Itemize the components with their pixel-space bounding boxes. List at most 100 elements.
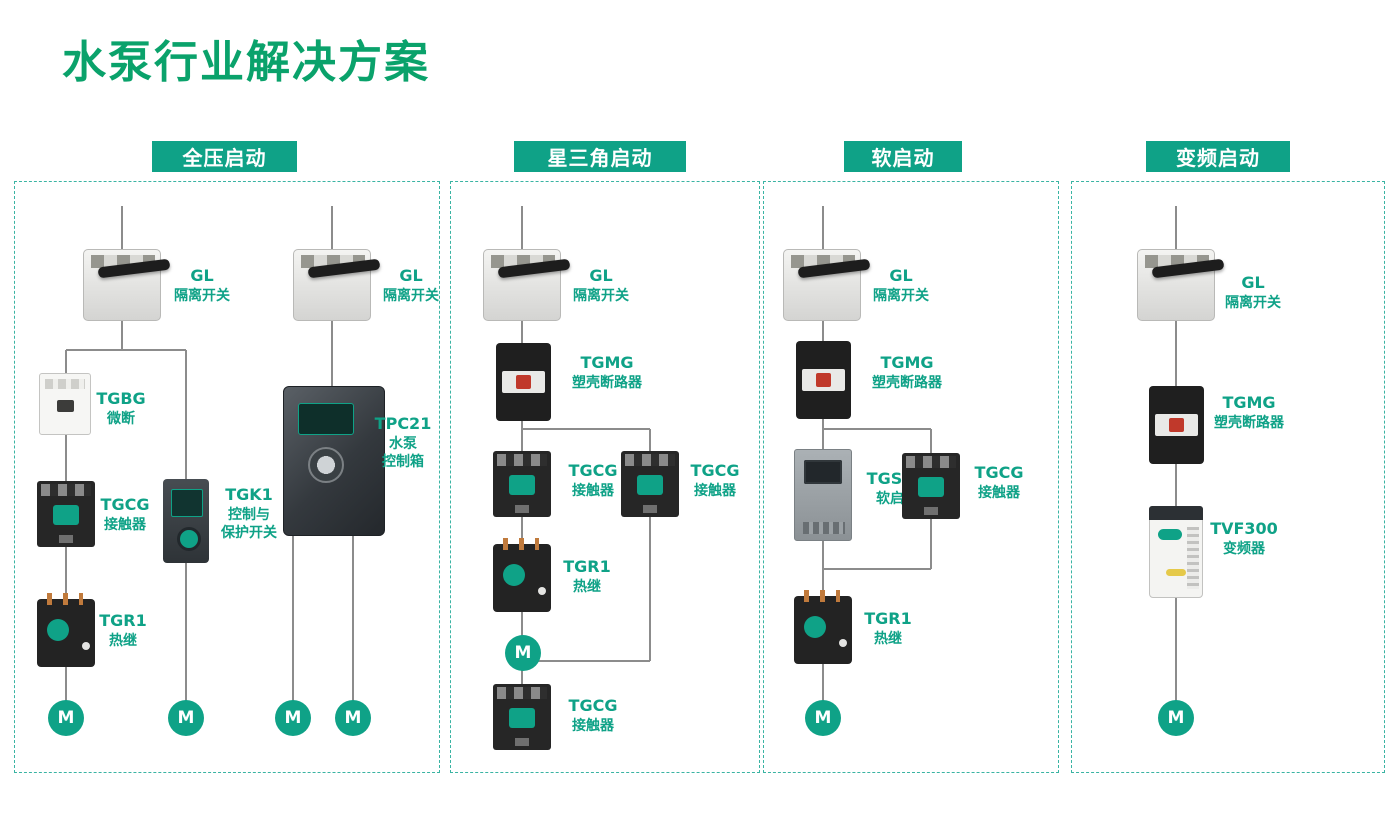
component-label: TGCG 接触器 [101, 495, 150, 534]
component-desc: 接触器 [977, 484, 1020, 501]
component-label: TGMG 塑壳断路器 [572, 353, 642, 392]
page-title: 水泵行业解决方案 [62, 37, 430, 88]
gl-isolation-switch [483, 249, 561, 321]
badge-vfd-start: 变频启动 [1146, 141, 1290, 172]
component-model: GL [190, 266, 214, 285]
component-label: GL 隔离开关 [1225, 273, 1281, 312]
component-model: GL [589, 266, 613, 285]
component-desc: 保护开关 [221, 524, 277, 541]
component-desc: 接触器 [571, 717, 614, 734]
panel-star-delta-start: GL 隔离开关 TGMG 塑壳断路器 TGCG 接触器 TGCG 接触器 TGR… [450, 181, 760, 773]
component-desc: 塑壳断路器 [572, 374, 642, 391]
component-desc: 变频器 [1223, 540, 1265, 557]
component-label: TPC21 水泵 控制箱 [375, 414, 432, 471]
badge-full-voltage-start: 全压启动 [152, 141, 297, 172]
component-label: GL 隔离开关 [873, 266, 929, 305]
component-desc: 接触器 [571, 482, 614, 499]
component-desc: 热继 [874, 630, 902, 647]
component-desc: 隔离开关 [383, 287, 439, 304]
component-model: TGR1 [864, 609, 912, 628]
component-label: TVF300 变频器 [1210, 519, 1278, 558]
component-label: TGBG 微断 [96, 389, 145, 428]
component-model: TGR1 [99, 611, 147, 630]
component-model: GL [1241, 273, 1265, 292]
tgk1-control-protection-switch [163, 479, 209, 563]
motor-circle: M [48, 700, 84, 736]
component-model: GL [889, 266, 913, 285]
component-desc: 软启 [875, 490, 904, 507]
gl-isolation-switch [83, 249, 161, 321]
wires-svg [1175, 206, 1177, 718]
tgcg-contactor [37, 481, 95, 547]
tgr1-thermal-relay [493, 538, 551, 612]
component-desc: 隔离开关 [1225, 294, 1281, 311]
panel-vfd-start: GL 隔离开关 TGMG 塑壳断路器 TVF300 变频器 M [1071, 181, 1385, 773]
component-desc: 热继 [109, 632, 137, 649]
component-model: TGS3 [866, 469, 914, 488]
component-model: TGCG [100, 495, 150, 514]
component-model: TGMG [1222, 393, 1276, 412]
tpc21-pump-control-box [283, 386, 385, 536]
component-model: TGCG [690, 461, 740, 480]
component-label: TGS3 软启 [867, 469, 914, 508]
component-desc: 接触器 [693, 482, 736, 499]
motor-circle: M [168, 700, 204, 736]
component-desc: 塑壳断路器 [872, 374, 942, 391]
tgbg-mini-breaker [39, 373, 91, 435]
component-label: TGCG 接触器 [691, 461, 740, 500]
badge-soft-start: 软启动 [844, 141, 962, 172]
component-label: TGR1 热继 [99, 611, 147, 650]
component-desc: 塑壳断路器 [1214, 414, 1284, 431]
component-model: GL [399, 266, 423, 285]
component-desc: 隔离开关 [873, 287, 929, 304]
motor-circle: M [1158, 700, 1194, 736]
motor-circle: M [805, 700, 841, 736]
tgmg-molded-case-breaker [496, 343, 551, 421]
component-label: TGMG 塑壳断路器 [872, 353, 942, 392]
component-desc: 隔离开关 [174, 287, 230, 304]
component-model: TGMG [580, 353, 634, 372]
tgr1-thermal-relay [794, 590, 852, 664]
tgcg-contactor [493, 684, 551, 750]
component-desc: 控制与 [228, 506, 270, 523]
tvf300-inverter [1149, 506, 1203, 598]
component-label: GL 隔离开关 [174, 266, 230, 305]
component-model: TGCG [974, 463, 1024, 482]
component-desc: 隔离开关 [573, 287, 629, 304]
motor-circle: M [335, 700, 371, 736]
tgmg-molded-case-breaker [796, 341, 851, 419]
component-model: TPC21 [374, 414, 432, 433]
tgs3-soft-starter [794, 449, 852, 541]
component-desc: 热继 [573, 578, 601, 595]
motor-circle: M [505, 635, 541, 671]
tgmg-molded-case-breaker [1149, 386, 1204, 464]
badge-star-delta-start: 星三角启动 [514, 141, 686, 172]
gl-isolation-switch [1137, 249, 1215, 321]
component-desc: 控制箱 [382, 453, 424, 470]
component-label: TGK1 控制与 保护开关 [221, 485, 277, 542]
tgr1-thermal-relay [37, 593, 95, 667]
component-desc: 微断 [107, 410, 135, 427]
panel-full-voltage-start: GL 隔离开关 GL 隔离开关 TGBG 微断 TGCG 接触器 TGR1 热继… [14, 181, 440, 773]
component-label: GL 隔离开关 [573, 266, 629, 305]
tgcg-contactor [621, 451, 679, 517]
component-model: TGCG [568, 461, 618, 480]
gl-isolation-switch [783, 249, 861, 321]
component-model: TGCG [568, 696, 618, 715]
tgcg-contactor [902, 453, 960, 519]
component-label: TGCG 接触器 [569, 696, 618, 735]
component-label: TGR1 热继 [563, 557, 611, 596]
motor-circle: M [275, 700, 311, 736]
component-label: GL 隔离开关 [383, 266, 439, 305]
component-model: TGR1 [563, 557, 611, 576]
component-label: TGMG 塑壳断路器 [1214, 393, 1284, 432]
component-label: TGR1 热继 [864, 609, 912, 648]
component-desc: 接触器 [103, 516, 146, 533]
component-model: TGK1 [225, 485, 273, 504]
component-model: TVF300 [1210, 519, 1278, 538]
component-model: TGMG [880, 353, 934, 372]
component-label: TGCG 接触器 [975, 463, 1024, 502]
component-desc: 水泵 [389, 435, 417, 452]
gl-isolation-switch [293, 249, 371, 321]
